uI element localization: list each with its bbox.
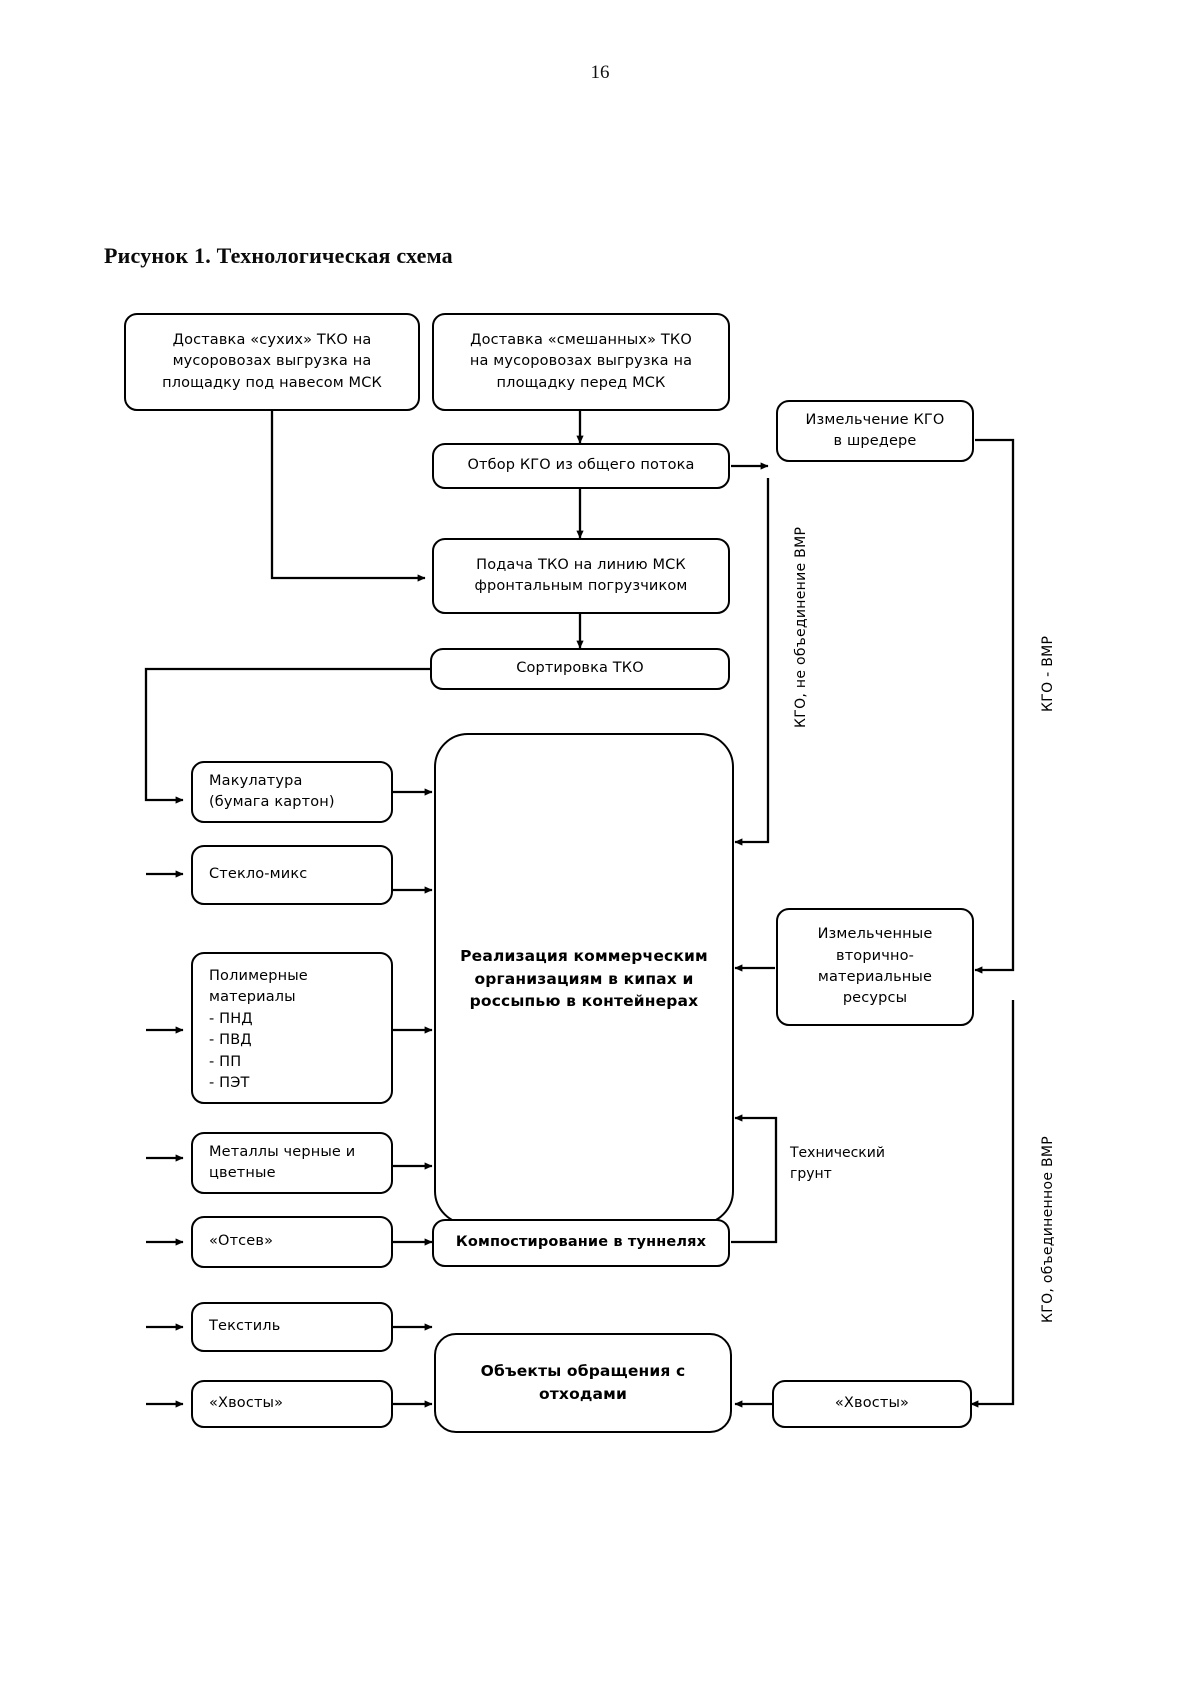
node-text: Отбор КГО из общего потока xyxy=(467,457,695,474)
edge-label-line: грунт xyxy=(790,1166,832,1182)
node-text: россыпью в контейнерах xyxy=(469,992,699,1011)
node-text: материалы xyxy=(209,989,296,1006)
node-text: в шредере xyxy=(833,433,917,449)
node-text: Макулатура xyxy=(209,772,303,789)
node-text: Компостирование в туннелях xyxy=(455,1234,707,1251)
node-metals[interactable]: Металлы черные и цветные xyxy=(191,1132,393,1194)
node-text: фронтальным погрузчиком xyxy=(474,578,688,594)
node-text: Подача ТКО на линию МСК xyxy=(476,556,686,573)
edge-shredder-to-shredded-vmr xyxy=(974,438,1015,974)
node-text: Измельчение КГО xyxy=(805,411,945,428)
node-text: - ПНД xyxy=(209,1010,253,1027)
node-shredder[interactable]: Измельчение КГО в шредере xyxy=(776,400,974,462)
node-text: - ПП xyxy=(209,1053,242,1070)
node-kgo-selection[interactable]: Отбор КГО из общего потока xyxy=(432,443,730,489)
node-text: Полимерные xyxy=(209,968,308,984)
node-text: на мусоровозах выгрузка на xyxy=(469,353,693,370)
node-text: «Хвосты» xyxy=(209,1395,284,1412)
node-text: площадку перед МСК xyxy=(496,374,666,391)
node-text: вторично- xyxy=(836,947,914,964)
node-text: Реализация коммерческим xyxy=(460,946,708,965)
node-text: отходами xyxy=(539,1385,627,1403)
node-text: ресурсы xyxy=(842,990,908,1007)
edge-label-kgo-vmr: КГО - ВМР xyxy=(1040,635,1056,712)
node-tails-right[interactable]: «Хвосты» xyxy=(772,1380,972,1428)
page-number: 16 xyxy=(590,62,610,83)
node-text: «Хвосты» xyxy=(834,1395,910,1412)
node-text: Сортировка ТКО xyxy=(516,660,644,677)
node-text: мусоровозах выгрузка на xyxy=(172,353,372,370)
node-paper[interactable]: Макулатура (бумага картон) xyxy=(191,761,393,823)
node-delivery-mixed[interactable]: Доставка «смешанных» ТКО на мусоровозах … xyxy=(432,313,730,411)
edge-label-kgo-united-vmr: КГО, объединенное ВМР xyxy=(1040,1135,1056,1323)
node-feed-line[interactable]: Подача ТКО на линию МСК фронтальным погр… xyxy=(432,538,730,614)
node-delivery-dry[interactable]: Доставка «сухих» ТКО на мусоровозах выгр… xyxy=(124,313,420,411)
node-waste-objects[interactable]: Объекты обращения с отходами xyxy=(434,1333,732,1433)
node-tails-left[interactable]: «Хвосты» xyxy=(191,1380,393,1428)
node-text: (бумага картон) xyxy=(209,794,335,810)
node-text: Измельченные xyxy=(817,926,933,943)
node-text: Доставка «смешанных» ТКО xyxy=(470,331,692,348)
edge-composting-to-sale xyxy=(731,1114,778,1244)
node-sorting[interactable]: Сортировка ТКО xyxy=(430,648,730,690)
node-textile[interactable]: Текстиль xyxy=(191,1302,393,1352)
edge-selection-to-sale xyxy=(734,478,770,846)
edge-label-kgo-not-united-vmr: КГО, не объединение ВМР xyxy=(793,526,809,728)
node-text: Объекты обращения с xyxy=(480,1362,686,1381)
node-text: цветные xyxy=(209,1165,276,1181)
node-text: материальные xyxy=(817,969,933,985)
node-glass[interactable]: Стекло-микс xyxy=(191,845,393,905)
node-text: организациям в кипах и xyxy=(474,969,694,988)
node-text: - ПЭТ xyxy=(209,1075,250,1092)
node-text: Доставка «сухих» ТКО на xyxy=(172,331,372,348)
node-screenings[interactable]: «Отсев» xyxy=(191,1216,393,1268)
figure-title: Рисунок 1. Технологическая схема xyxy=(104,243,453,268)
node-sale[interactable]: Реализация коммерческим организациям в к… xyxy=(434,733,734,1225)
node-text: Стекло-микс xyxy=(209,866,308,883)
node-text: площадку под навесом МСК xyxy=(162,374,382,391)
node-text: Текстиль xyxy=(209,1318,281,1335)
node-shredded-vmr[interactable]: Измельченные вторично- материальные ресу… xyxy=(776,908,974,1026)
edge-label-line: Технический xyxy=(790,1145,885,1161)
edge-rail-to-tailsright xyxy=(970,1000,1015,1408)
node-polymers[interactable]: Полимерные материалы - ПНД - ПВД - ПП - … xyxy=(191,952,393,1104)
node-text: - ПВД xyxy=(209,1032,252,1049)
node-text: «Отсев» xyxy=(209,1233,274,1250)
node-text: Металлы черные и xyxy=(209,1143,356,1160)
edge-label-technical-ground: Технический грунт xyxy=(790,1143,885,1185)
node-composting[interactable]: Компостирование в туннелях xyxy=(432,1219,730,1267)
edge-dry-to-feed xyxy=(270,411,426,582)
